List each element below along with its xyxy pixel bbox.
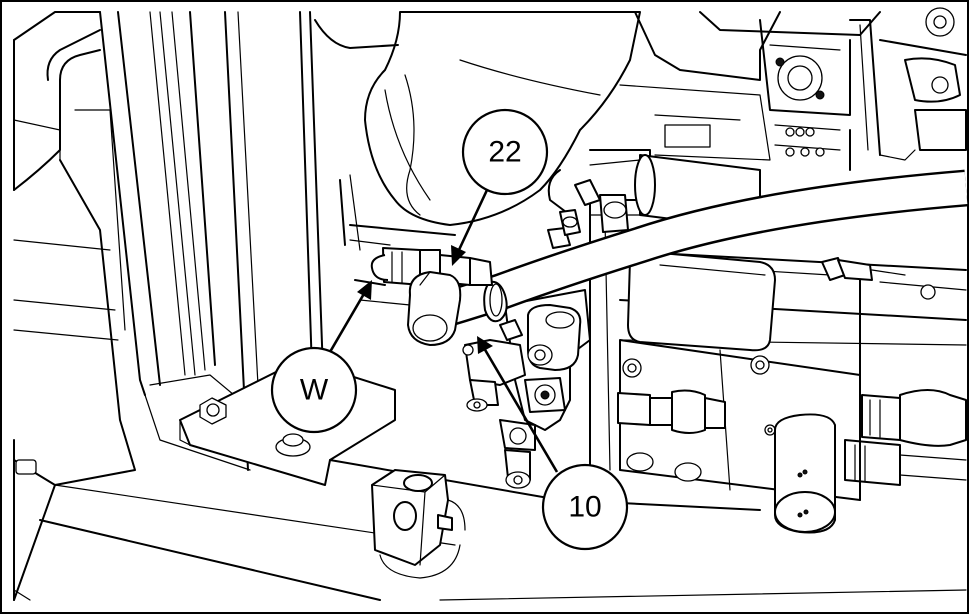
right-connectors	[844, 279, 967, 501]
right-machinery	[589, 7, 967, 201]
leader-22	[456, 189, 489, 253]
callout-22-label: 22	[488, 136, 521, 169]
solenoid	[774, 413, 836, 534]
upper-fittings	[547, 179, 629, 249]
callout-W-label: W	[300, 374, 329, 407]
leader-lines	[328, 189, 559, 473]
left-fitting	[370, 247, 493, 346]
callout-22: 22	[461, 108, 549, 196]
leader-10	[482, 347, 559, 473]
callout-W: W	[270, 346, 358, 434]
left-housing	[13, 11, 136, 601]
arrowhead-W	[357, 280, 372, 300]
leader-W	[328, 291, 367, 353]
bracket-block	[371, 469, 466, 579]
arrowhead-22	[451, 245, 466, 266]
callout-10-label: 10	[568, 491, 601, 524]
clamp-fitting	[821, 257, 936, 300]
callout-10: 10	[541, 463, 629, 551]
manifold	[462, 289, 591, 489]
hose	[419, 169, 968, 333]
arrowhead-10	[477, 336, 493, 354]
